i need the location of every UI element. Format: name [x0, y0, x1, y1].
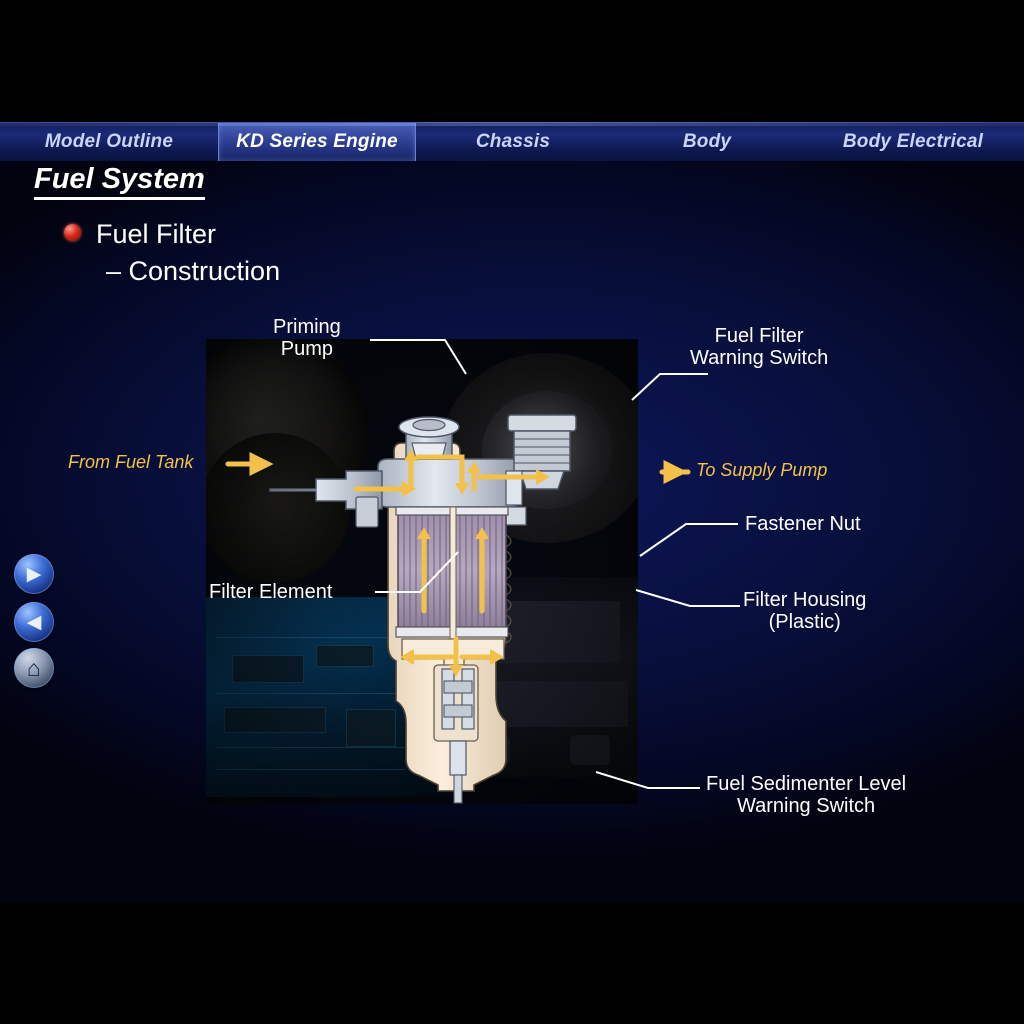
callout-sediment-line2: Warning Switch: [736, 795, 876, 818]
fastener-nut-part: [505, 506, 527, 526]
page-title: Fuel System: [34, 163, 205, 200]
tab-model-outline[interactable]: Model Outline: [44, 131, 174, 152]
tab-chassis[interactable]: Chassis: [475, 131, 551, 152]
prev-button[interactable]: ◀: [14, 602, 54, 642]
callout-filter-element: Filter Element: [209, 581, 332, 603]
warning-switch-threads: [514, 438, 570, 464]
tab-body-electrical[interactable]: Body Electrical: [842, 131, 984, 152]
fuel-filter-cutaway-drawing: [269, 414, 577, 804]
home-button[interactable]: ⌂: [14, 648, 54, 688]
sedimenter-float-right: [461, 668, 475, 730]
home-button-glass: [14, 648, 54, 688]
navigation-tab-bar: Model Outline KD Series Engine Chassis B…: [0, 122, 1024, 161]
callout-filter-housing-line2: (Plastic): [768, 611, 841, 634]
filter-head-casting: [377, 458, 521, 508]
callout-filter-housing: Filter Housing (Plastic): [743, 589, 866, 634]
callout-ffws-line1: Fuel Filter: [714, 325, 804, 347]
drain-stem: [453, 774, 463, 804]
inlet-lower-boss: [355, 496, 379, 528]
fuel-filter-diagram-image: [206, 339, 638, 804]
tab-kd-series-engine[interactable]: KD Series Engine: [218, 123, 416, 161]
callout-filter-housing-line1: Filter Housing: [743, 589, 867, 611]
sedimenter-sensor-a: [443, 680, 473, 694]
tab-body[interactable]: Body: [682, 131, 732, 152]
drain-plug: [449, 740, 467, 776]
bullet-dot-icon: [64, 224, 81, 241]
prev-button-glass: [14, 602, 54, 642]
sedimenter-float-left: [441, 668, 455, 730]
sedimenter-sensor-b: [443, 704, 473, 718]
label-from-fuel-tank: From Fuel Tank: [68, 452, 194, 472]
callout-filter-element-line1: Filter Element: [209, 581, 333, 603]
callout-fuel-sedimenter-level-warning-switch: Fuel Sedimenter Level Warning Switch: [706, 773, 906, 818]
callout-sediment-line1: Fuel Sedimenter Level: [706, 773, 907, 795]
bullet-line-1: Fuel Filter: [96, 219, 217, 249]
fuel-flow-arrowheads: [400, 449, 550, 677]
callout-fastener-nut-line1: Fastener Nut: [745, 513, 861, 535]
priming-pump-knob: [412, 418, 446, 432]
callout-priming-pump-line2: Pump: [280, 338, 334, 361]
callout-priming-pump-line1: Priming: [273, 316, 341, 338]
callout-priming-pump: Priming Pump: [273, 316, 341, 361]
next-button-glass: [14, 554, 54, 594]
label-to-supply-pump: To Supply Pump: [696, 460, 828, 480]
bullet-line-2: – Construction: [106, 256, 281, 286]
fuel-inlet-fitting: [269, 470, 383, 510]
callout-fuel-filter-warning-switch: Fuel Filter Warning Switch: [690, 325, 828, 370]
element-divider: [449, 506, 457, 640]
home-icon: ⌂: [27, 654, 41, 681]
warning-switch-body: [513, 430, 571, 472]
next-arrow-icon: ▶: [26, 563, 42, 585]
callout-fastener-nut: Fastener Nut: [745, 513, 861, 535]
warning-switch-top: [507, 414, 577, 432]
callout-ffws-line2: Warning Switch: [690, 347, 829, 370]
back-arrow-icon: ◀: [26, 611, 42, 633]
housing-ribs: [505, 534, 512, 644]
next-button[interactable]: ▶: [14, 554, 54, 594]
